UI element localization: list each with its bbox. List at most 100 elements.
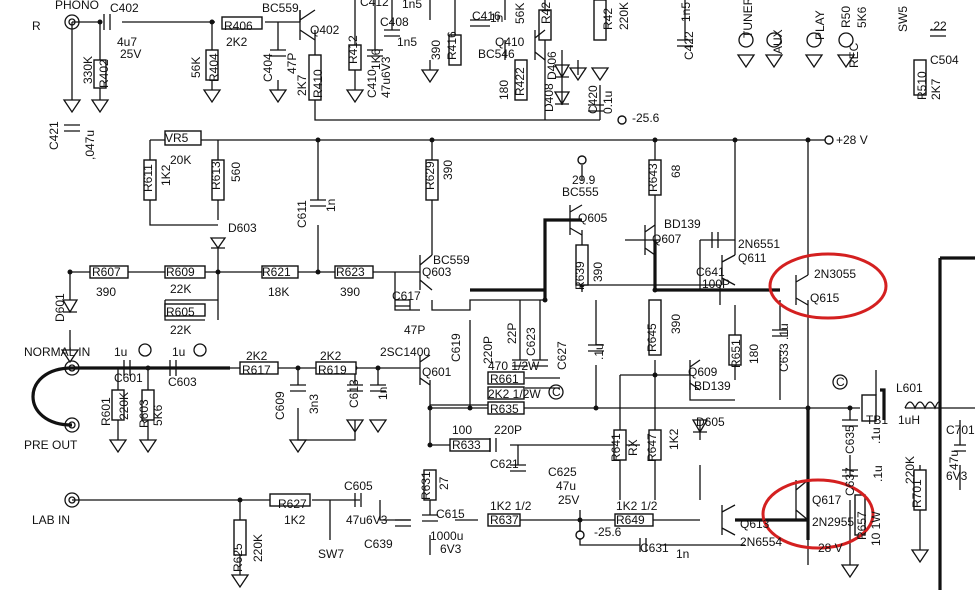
resistor-bodies [89,0,927,556]
highlight-q617 [761,478,875,550]
label-r701v: 220K [903,456,917,484]
label-c402v: 4u7 [117,35,137,49]
label-r609: R609 [166,265,195,279]
label-bd139a: BD139 [664,217,701,231]
label-r657: R657 [855,511,869,540]
label-r621: R621 [262,265,291,279]
label-r402: R402 [97,59,111,88]
label-sw5: SW5 [896,6,910,32]
label-vr5v: 20K [170,153,191,167]
label-r-ch: R [32,19,41,33]
label-r647v: 1K2 [667,428,681,450]
label-l601v: 1uH [898,413,920,427]
label-r412: R412 [346,35,360,64]
label-cmark1: C [552,385,561,399]
label-r603v: 5K6 [151,404,165,426]
label-n6551: 2N6551 [738,237,780,251]
label-c603: C603 [168,375,197,389]
label-c637: C637 [843,467,857,496]
input-jacks [31,14,854,508]
label-c402: C402 [110,1,139,15]
label-r701: R701 [910,479,924,508]
label-c623: C623 [524,327,538,356]
label-c416: C416 [472,9,501,23]
label-c625: C625 [548,465,577,479]
label-c619: C619 [449,333,463,362]
label-r422: R422 [513,67,527,96]
label-r637v: 1K2 1/2 [490,499,532,513]
neg-rail-terminal-top [617,115,627,125]
label-r649v: 1K2 1/2 [616,499,658,513]
label-c617v: 47P [404,323,425,337]
rail-terminal [824,135,834,145]
label-c422v: 1n5 [679,2,693,22]
label-tuner: TUNER [741,0,755,38]
label-r619: R619 [318,363,347,377]
label-r611: R611 [141,164,155,192]
label-r617: R617 [242,363,271,377]
label-r625v: 220K [251,534,265,562]
label-c408: C408 [380,15,409,29]
label-r623v: 390 [340,285,360,299]
label-r404: R404 [207,53,221,82]
label-c701v: 47u [947,450,961,470]
label-r635v: 2K2 1/2W [488,387,541,401]
label-r617v: 2K2 [246,349,268,363]
label-c410v: 47u6V3 [379,56,393,98]
label-c504: C504 [930,53,959,67]
label-c615: C615 [436,507,465,521]
capacitor-plates [64,14,966,552]
label-r657v: 10 1W [869,511,883,546]
label-c615r: 6V3 [440,542,462,556]
label-q609: Q609 [688,365,718,379]
label-c421: C421 [47,121,61,150]
label-r647: R647 [645,433,659,462]
label-c635: C635 [843,425,857,454]
label-c422: C422 [682,31,696,60]
label-r601v: 220K [117,392,131,420]
label-r619v: 2K2 [320,349,342,363]
label-c420v: 0.1u [601,91,615,114]
label-c621v: 220P [494,423,522,437]
label-c412: C412 [360,0,389,9]
label-c410r: 1K6 [369,48,383,70]
label-d605: D605 [696,415,725,429]
label-q410: Q410 [495,35,525,49]
bias-terminal [577,155,587,165]
label-r641: R641 [609,433,623,462]
label-q601: Q601 [422,365,452,379]
label-r645: R645 [645,323,659,352]
node-marker-c-2 [832,374,848,390]
label-r609v: 22K [170,282,191,296]
label-r42x: R42 [539,2,553,24]
label-c613: C613 [347,379,361,408]
label-r661: R661 [490,372,519,386]
label-c623v: 22P [505,323,519,344]
label-aux: AUX [771,29,785,54]
label-cmark2: C [836,375,845,389]
junctions [67,19,853,523]
label-r627v: 1K2 [284,513,306,527]
label-r605: R605 [166,305,195,319]
label-r625: R625 [231,543,245,572]
label-c617: C617 [392,289,421,303]
label-r607: R607 [92,265,121,279]
label-c402r: 25V [120,47,141,61]
label-c637v: .1u [871,465,885,482]
label-c404v: 47P [285,53,299,74]
label-r639: R639 [573,261,587,290]
label-r631: R631 [419,471,433,500]
label-c605v: 47u6V3 [346,513,388,527]
label-r637: R637 [490,513,519,527]
label-r643v: 68 [669,164,683,178]
label-r601: R601 [99,397,113,426]
label-neg256a: -25.6 [632,111,660,125]
label-c601v: 1u [114,345,127,359]
label-c627: C627 [555,341,569,370]
label-r50: R50 [839,6,853,28]
label-c408t: 1n5 [402,0,422,11]
label-r651: R651 [729,339,743,368]
label-r621v: 18K [268,285,289,299]
node-marker-t-2 [193,343,207,357]
jumper-loop [31,366,73,427]
